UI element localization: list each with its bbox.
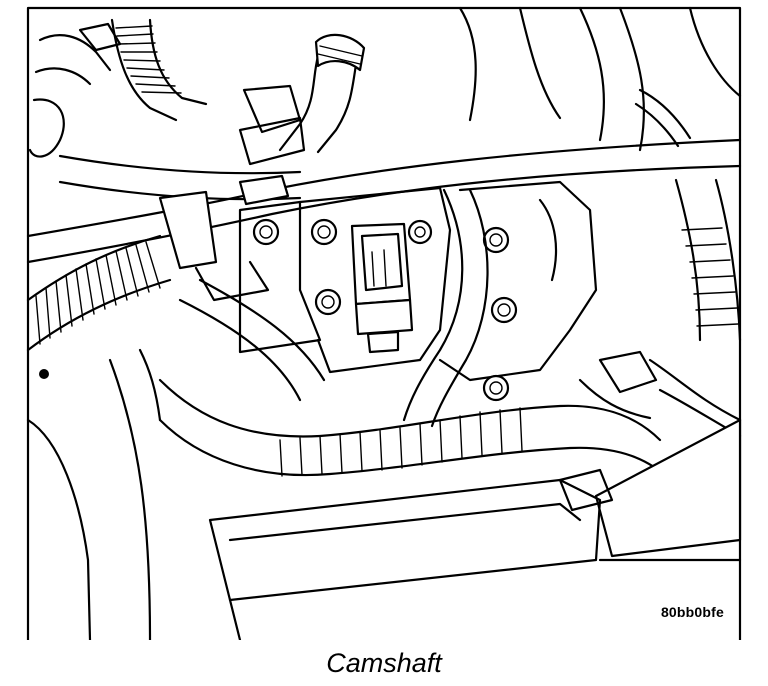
cam-sensor-mounting-plate — [238, 186, 452, 374]
engine-line-drawing — [26, 6, 742, 640]
figure-caption: Camshaft — [326, 648, 442, 678]
illustration-canvas — [26, 6, 742, 640]
corrugated-hose-upper — [28, 18, 208, 158]
figure-reference-code: 80bb0bfe — [660, 604, 724, 620]
lower-right-connector — [558, 350, 742, 558]
vertical-hose-centre — [402, 188, 489, 428]
corrugated-pipe-right — [674, 178, 742, 342]
corrugated-conduit-left — [26, 234, 172, 352]
camshaft-position-sensor — [350, 222, 414, 354]
radiator-hose-upper — [238, 33, 366, 166]
lower-body-panels — [26, 358, 742, 640]
hoses-upper-right — [458, 6, 742, 152]
wire-clip-bracket — [158, 174, 290, 302]
right-engine-bracket — [438, 180, 598, 402]
wiring-harness — [138, 278, 672, 482]
